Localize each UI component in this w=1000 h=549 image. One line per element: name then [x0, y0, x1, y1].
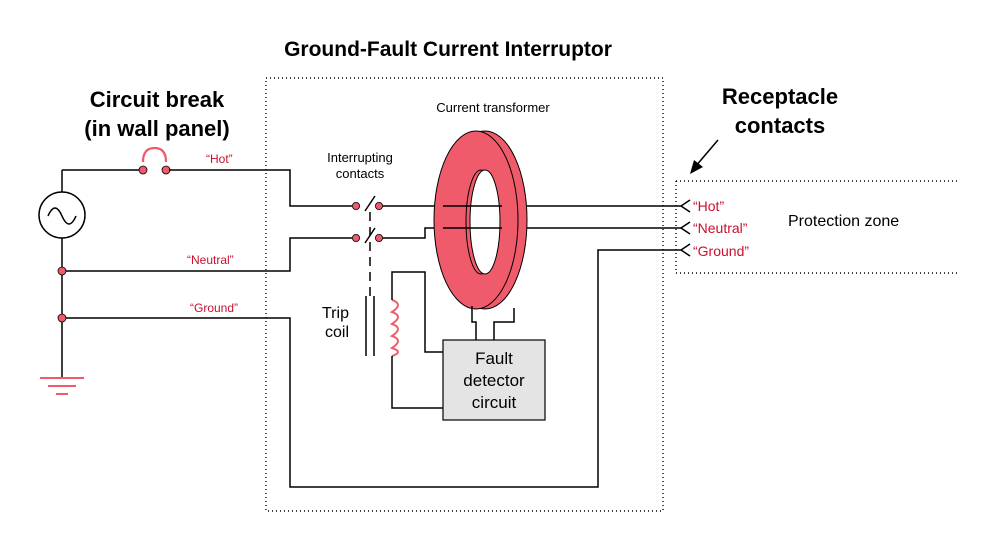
receptacle-neutral-label: “Neutral” — [693, 220, 748, 236]
breaker-label-1: Circuit break — [90, 87, 225, 112]
receptacle-contacts — [679, 199, 691, 257]
neutral-wire — [57, 227, 681, 276]
trip-coil-label-1: Trip — [322, 305, 349, 322]
gfci-boundary — [265, 77, 664, 512]
wire-ground-label: “Ground” — [190, 301, 238, 315]
interrupting-contacts — [351, 195, 383, 296]
wire-hot-label: “Hot” — [206, 152, 233, 166]
interrupting-label-1: Interrupting — [327, 150, 393, 165]
fault-detector-label-3: circuit — [472, 393, 517, 412]
diagram-title: Ground-Fault Current Interruptor — [284, 38, 612, 61]
hot-wire — [62, 146, 681, 207]
current-transformer — [433, 130, 528, 340]
trip-coil-label-2: coil — [325, 324, 349, 341]
fault-detector-circuit — [442, 339, 546, 421]
current-transformer-label: Current transformer — [436, 100, 550, 115]
ac-source — [38, 170, 86, 378]
fault-detector-label-1: Fault — [475, 349, 513, 368]
receptacle-arrow — [690, 139, 719, 174]
breaker-label-2: (in wall panel) — [84, 116, 229, 141]
receptacle-label-1: Receptacle — [722, 84, 838, 109]
ground-wire — [57, 249, 681, 488]
ground-symbol — [40, 377, 84, 395]
protection-zone-boundary — [675, 180, 960, 274]
fault-detector-label-2: detector — [463, 371, 525, 390]
interrupting-label-2: contacts — [336, 166, 385, 181]
trip-coil — [365, 271, 443, 409]
wire-neutral-label: “Neutral” — [187, 253, 234, 267]
protection-zone-label: Protection zone — [788, 213, 899, 230]
receptacle-ground-label: “Ground” — [693, 243, 749, 259]
receptacle-hot-label: “Hot” — [693, 198, 724, 214]
receptacle-label-2: contacts — [735, 113, 825, 138]
